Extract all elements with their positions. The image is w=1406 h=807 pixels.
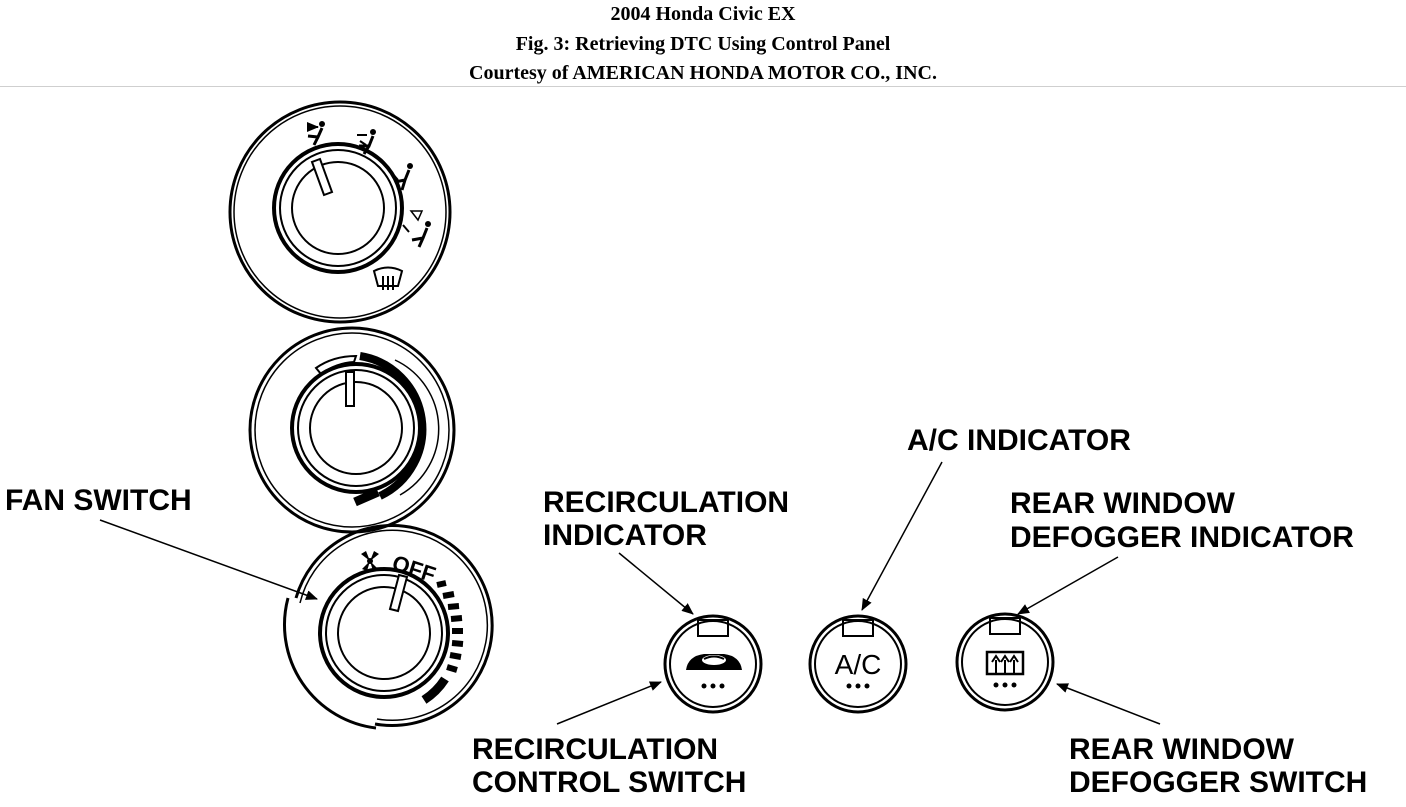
recirculation-control-switch[interactable]: [663, 614, 763, 714]
fan-switch-label: FAN SWITCH: [5, 484, 192, 517]
foot-icon: [391, 163, 413, 191]
rear-window-defogger-switch[interactable]: [955, 612, 1055, 712]
ac-switch[interactable]: A/C: [808, 614, 908, 714]
leader-lines: [99, 461, 1161, 725]
defrost-icon: [372, 266, 404, 290]
recirculation-indicator-light: [697, 619, 729, 637]
fan-speed-marks: [421, 580, 464, 704]
recirculation-switch-label-line1: RECIRCULATION: [472, 733, 718, 766]
mode-control-knob[interactable]: [228, 100, 452, 324]
rear-defogger-indicator-label-line1: REAR WINDOW: [1010, 487, 1236, 520]
rear-defogger-indicator-label-line2: DEFOGGER INDICATOR: [1010, 521, 1354, 554]
temperature-control-knob[interactable]: [248, 326, 456, 534]
recirculation-switch-label-line2: CONTROL SWITCH: [472, 766, 746, 799]
ac-text-icon: A/C: [835, 649, 882, 680]
header-courtesy: Courtesy of AMERICAN HONDA MOTOR CO., IN…: [469, 62, 937, 84]
bi-level-icon: [357, 129, 376, 155]
recirculation-indicator-label-line1: RECIRCULATION: [543, 486, 789, 519]
rear-defogger-icon: [985, 650, 1025, 676]
ac-indicator-light: [842, 619, 874, 637]
ac-indicator-label: A/C INDICATOR: [907, 424, 1131, 457]
rear-defogger-switch-label-line2: DEFOGGER SWITCH: [1069, 766, 1367, 799]
rear-defogger-indicator-light: [989, 617, 1021, 635]
header-figure-caption: Fig. 3: Retrieving DTC Using Control Pan…: [515, 33, 891, 55]
foot-defrost-icon: [402, 210, 431, 248]
recirculation-indicator-label-line2: INDICATOR: [543, 519, 707, 552]
fan-icon: [361, 551, 379, 571]
rear-defogger-switch-label-line1: REAR WINDOW: [1069, 733, 1295, 766]
recirculation-car-icon: [686, 654, 742, 670]
vent-face-icon: [307, 121, 325, 146]
header-title: 2004 Honda Civic EX: [610, 3, 796, 25]
fan-switch-knob[interactable]: [283, 524, 494, 730]
figure-header: 2004 Honda Civic EX Fig. 3: Retrieving D…: [0, 0, 1406, 87]
